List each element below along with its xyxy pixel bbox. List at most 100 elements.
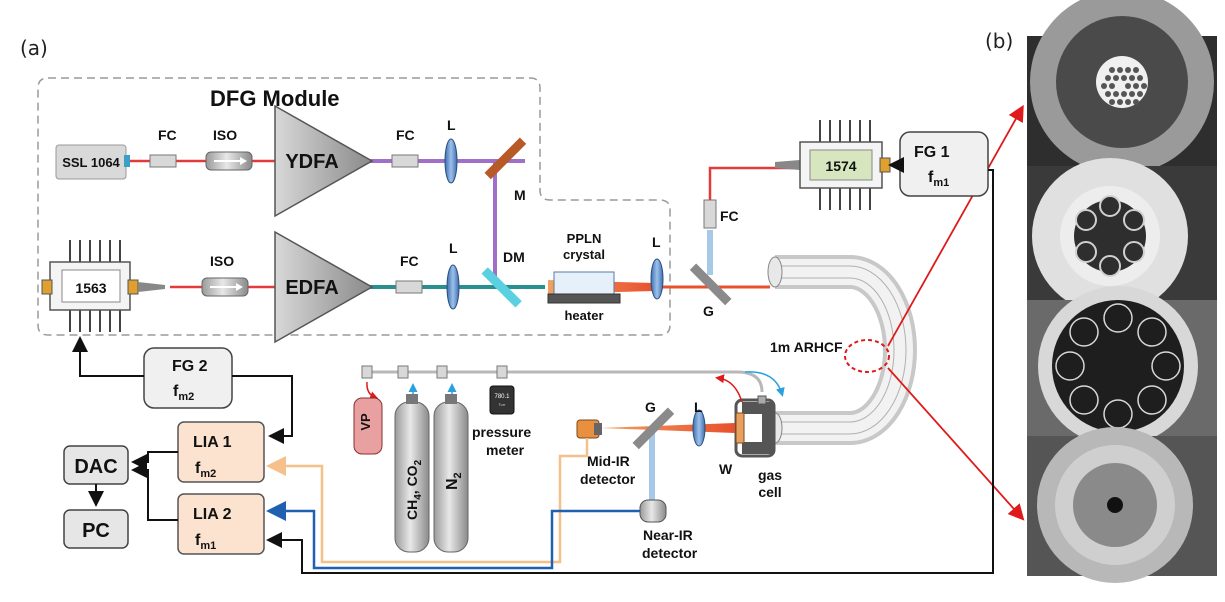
vacuum-pump: VP	[353, 397, 383, 455]
gas-cell	[734, 395, 776, 458]
beam-return-midir	[600, 423, 735, 433]
panel-a-label: (a)	[20, 36, 48, 60]
fiber-connector-2	[391, 154, 419, 168]
lia1-to-dac	[131, 451, 178, 470]
vp-flow-arrow	[366, 381, 379, 400]
lens-1	[444, 138, 458, 184]
ppln-label-1: PPLN	[567, 231, 602, 246]
pressure-reading: 780.1	[494, 394, 510, 400]
lia1-freq: fm2	[195, 460, 216, 480]
sem-image-1	[1027, 0, 1217, 174]
nearir-label-2: detector	[642, 545, 698, 561]
isolator-1	[205, 151, 253, 171]
ppln-crystal	[547, 271, 621, 304]
laser-1563-label: 1563	[75, 280, 106, 296]
dm-label: DM	[503, 249, 525, 265]
lia2-label: LIA 2	[193, 506, 232, 523]
pressure-label-2: meter	[486, 442, 525, 458]
fiber-connector-3	[395, 280, 423, 294]
fiber-connector-1	[149, 154, 177, 168]
ppln-label-2: crystal	[563, 247, 605, 262]
ssl-1064-source: SSL 1064	[55, 144, 130, 180]
midir-detector	[576, 419, 602, 439]
sem-image-2	[1027, 158, 1217, 314]
iso-label-1: ISO	[213, 127, 237, 143]
fc-label-2: FC	[396, 127, 415, 143]
midir-label-1: Mid-IR	[587, 453, 630, 469]
dac-box: DAC	[63, 445, 129, 485]
grating-g2	[632, 407, 675, 450]
vp-label: VP	[358, 413, 373, 431]
iso-label-2: ISO	[210, 253, 234, 269]
edfa-label: EDFA	[285, 277, 338, 299]
fg1-freq: fm1	[928, 169, 949, 189]
zoom-arrow-bottom	[887, 367, 1025, 521]
pressure-meter: 780.1 Torr	[489, 385, 515, 415]
isolator-2	[201, 277, 249, 297]
lia1-label: LIA 1	[193, 434, 232, 451]
lens-4	[692, 409, 706, 447]
panel-b-label: (b)	[985, 29, 1013, 53]
fc-label-3: FC	[400, 253, 419, 269]
gas-cell-label-1: gas	[758, 467, 782, 483]
laser-1563-butterfly: 1563	[41, 240, 165, 332]
heater-label: heater	[564, 308, 603, 323]
fg2-freq: fm2	[173, 383, 194, 403]
lens-2	[446, 264, 460, 310]
fg2-box: FG 2 fm2	[143, 347, 233, 409]
lia2-freq: fm1	[195, 532, 216, 552]
dichroic-mirror	[481, 267, 522, 308]
pressure-label-1: pressure	[472, 424, 531, 440]
sem-image-4	[1027, 427, 1217, 583]
nearir-to-lia2-cable	[266, 501, 640, 570]
lia2-box: LIA 2 fm1	[177, 493, 265, 555]
nearir-detector	[639, 499, 667, 523]
edfa-amplifier: EDFA	[274, 230, 374, 344]
sem-image-3	[1027, 286, 1217, 446]
dfg-module-boundary	[37, 77, 671, 336]
mirror-label: M	[514, 187, 526, 203]
fg2-to-1563	[72, 336, 144, 377]
pc-label: PC	[82, 520, 110, 542]
fg1-box: FG 1 fm1	[899, 131, 989, 197]
mirror-m	[484, 137, 527, 180]
gas-cell-label-2: cell	[758, 484, 781, 500]
dac-label: DAC	[74, 456, 117, 478]
pressure-unit: Torr	[499, 402, 507, 407]
fiber-crosssection-marker	[844, 339, 890, 373]
laser-1574-label: 1574	[825, 158, 856, 174]
fiber-1574	[708, 166, 800, 200]
lens-label-3: L	[652, 234, 661, 250]
lens-3	[650, 258, 664, 300]
lia1-box: LIA 1 fm2	[177, 421, 265, 483]
zoom-arrow-top	[887, 104, 1024, 347]
cell-in-arrow	[744, 371, 785, 397]
window-label: W	[719, 461, 733, 477]
midir-label-2: detector	[580, 471, 636, 487]
ydfa-label: YDFA	[285, 151, 338, 173]
ssl-label: SSL 1064	[62, 155, 120, 170]
fg2-to-lia1	[232, 375, 293, 444]
fg2-label: FG 2	[172, 358, 208, 375]
grating-label-1: G	[703, 303, 714, 319]
nearir-label-1: Near-IR	[643, 527, 693, 543]
gas-manifold-line	[367, 370, 764, 393]
pc-box: PC	[63, 509, 129, 549]
lens-label-4: L	[694, 399, 703, 415]
lens-label-2: L	[449, 240, 458, 256]
lens-label-1: L	[447, 117, 456, 133]
fg1-to-lia2-cable	[266, 169, 994, 574]
fg1-label: FG 1	[914, 144, 950, 161]
gas-ch4-label: CH4, CO2	[404, 459, 424, 520]
fiber-label: 1m ARHCF	[770, 339, 843, 355]
laser-1574-butterfly: 1574	[775, 120, 891, 210]
grating-g1	[689, 263, 732, 306]
ydfa-amplifier: YDFA	[274, 104, 374, 218]
fiber-connector-4	[703, 199, 717, 229]
gas-n2-label: N2	[444, 472, 464, 490]
fc-label-4: FC	[720, 208, 739, 224]
fc-label-1: FC	[158, 127, 177, 143]
manifold-fittings	[361, 365, 508, 379]
